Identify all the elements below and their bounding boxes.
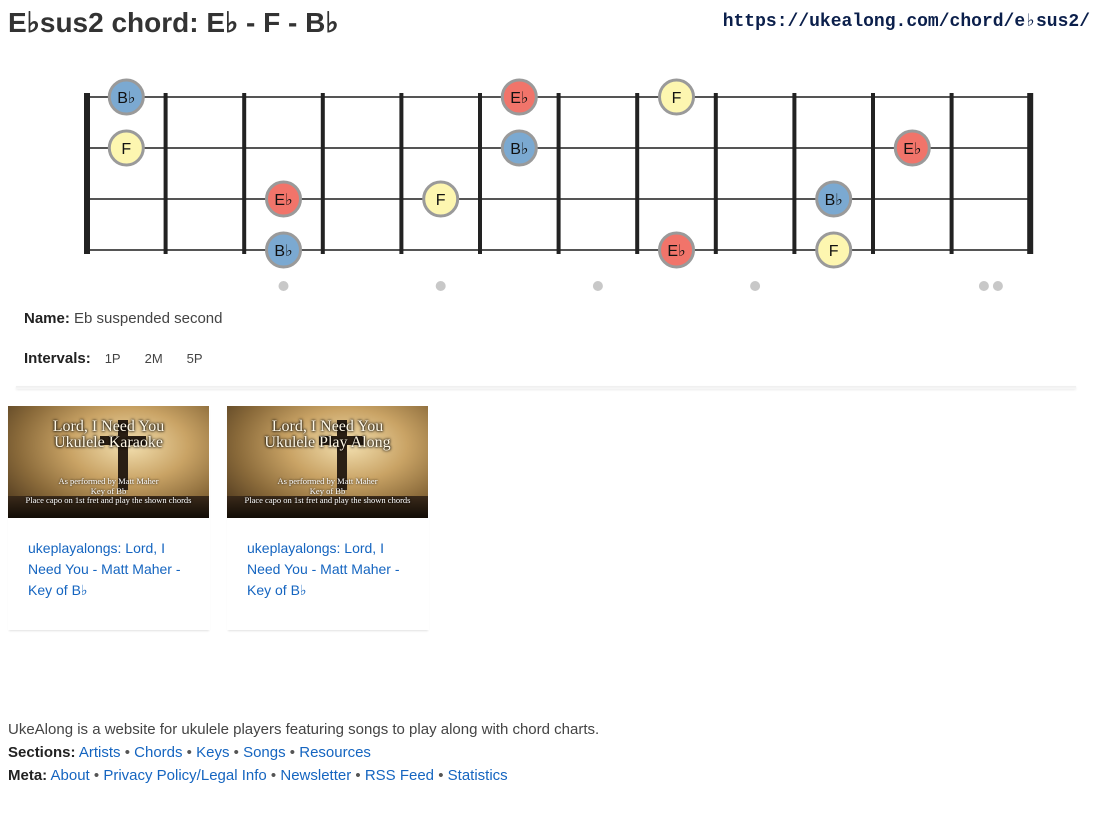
note-label: F xyxy=(121,141,131,158)
note-label: E♭ xyxy=(667,243,685,260)
note-label: F xyxy=(436,192,446,209)
video-thumbnail[interactable]: Lord, I Need You Ukulele Play Along As p… xyxy=(227,406,428,518)
footer-link-statistics[interactable]: Statistics xyxy=(447,767,508,784)
thumbnail-subtitle: Ukulele Play Along xyxy=(264,434,391,451)
chord-name-label: Name: xyxy=(24,310,70,327)
footer-link-keys[interactable]: Keys xyxy=(196,744,230,761)
footer-link-rss[interactable]: RSS Feed xyxy=(364,767,435,784)
separator: • xyxy=(93,767,100,784)
thumbnail-caption: As performed by Matt Maher xyxy=(58,476,159,486)
separator: • xyxy=(289,744,296,761)
section-divider xyxy=(16,386,1076,389)
footer-link-artists[interactable]: Artists xyxy=(78,744,121,761)
interval-item: 5P xyxy=(186,351,203,366)
interval-item: 2M xyxy=(144,351,163,366)
footer-link-newsletter[interactable]: Newsletter xyxy=(280,767,352,784)
thumbnail-ground xyxy=(8,496,209,518)
note-marker-root xyxy=(893,129,931,167)
fret-marker-dot xyxy=(278,281,289,291)
thumbnail-title: Lord, I Need You xyxy=(271,418,384,435)
thumbnail-title: Lord, I Need You xyxy=(52,418,165,435)
thumbnail-caption: Key of Bb xyxy=(309,486,346,496)
note-marker-second xyxy=(422,180,460,218)
note-marker-second xyxy=(107,129,145,167)
fret-marker-dot xyxy=(592,281,603,291)
note-label: B♭ xyxy=(274,243,292,260)
thumbnail-subtitle: Ukulele Karaoke xyxy=(54,434,163,451)
note-label: B♭ xyxy=(825,192,843,209)
note-marker-fifth xyxy=(815,180,853,218)
thumbnail-caption: Place capo on 1st fret and play the show… xyxy=(244,495,411,505)
footer-sections-label: Sections: xyxy=(8,744,76,761)
separator: • xyxy=(186,744,192,761)
separator: • xyxy=(438,767,444,784)
separator: • xyxy=(124,744,130,761)
cross-graphic xyxy=(118,420,128,490)
note-marker-fifth xyxy=(107,78,145,116)
video-card[interactable]: Lord, I Need You Ukulele Karaoke As perf… xyxy=(8,406,210,630)
chord-name-row: Name: Eb suspended second xyxy=(24,310,222,327)
fret-marker-dot xyxy=(750,281,761,291)
note-label: F xyxy=(672,90,682,107)
video-thumbnail[interactable]: Lord, I Need You Ukulele Karaoke As perf… xyxy=(8,406,209,518)
thumbnail-caption: Place capo on 1st fret and play the show… xyxy=(25,495,192,505)
chord-intervals-row: Intervals: 1P 2M 5P xyxy=(24,350,213,367)
video-link[interactable]: ukeplayalongs: Lord, I Need You - Matt M… xyxy=(28,540,181,598)
note-label: F xyxy=(829,243,839,260)
footer-sections-row: Sections: Artists • Chords • Keys • Song… xyxy=(8,741,599,764)
note-marker-root xyxy=(658,231,695,269)
separator: • xyxy=(270,767,277,784)
note-label: B♭ xyxy=(117,90,135,107)
fret-marker-dot xyxy=(435,281,446,291)
note-marker-root xyxy=(265,180,302,218)
fret-marker-dot xyxy=(978,281,989,291)
note-marker-fifth xyxy=(500,129,538,167)
footer-link-resources[interactable]: Resources xyxy=(299,744,371,761)
footer-link-about[interactable]: About xyxy=(50,767,90,784)
footer: UkeAlong is a website for ukulele player… xyxy=(8,718,599,787)
note-marker-fifth xyxy=(265,231,302,269)
footer-link-songs[interactable]: Songs xyxy=(243,744,286,761)
video-card[interactable]: Lord, I Need You Ukulele Play Along As p… xyxy=(227,406,429,630)
thumbnail-ground xyxy=(227,496,428,518)
note-label: E♭ xyxy=(274,192,292,209)
note-marker-second xyxy=(658,78,695,116)
note-label: E♭ xyxy=(510,90,528,107)
note-marker-second xyxy=(815,231,853,269)
note-marker-root xyxy=(500,78,538,116)
thumbnail-caption: As performed by Matt Maher xyxy=(277,476,378,486)
separator: • xyxy=(355,767,361,784)
footer-description: UkeAlong is a website for ukulele player… xyxy=(8,721,600,738)
chord-name-value: Eb suspended second xyxy=(74,310,223,327)
intervals-label: Intervals: xyxy=(24,350,91,367)
note-label: B♭ xyxy=(510,141,528,158)
video-link[interactable]: ukeplayalongs: Lord, I Need You - Matt M… xyxy=(247,540,400,598)
cross-graphic xyxy=(100,436,146,445)
cross-graphic xyxy=(337,420,347,490)
separator: • xyxy=(233,744,239,761)
fretboard-diagram: B♭ E♭ F F B♭ E♭ E♭ F B♭ B♭ E♭ F xyxy=(84,78,1034,291)
footer-link-privacy[interactable]: Privacy Policy/Legal Info xyxy=(103,767,267,784)
fret-marker-dot xyxy=(992,281,1003,291)
thumbnail-caption: Key of Bb xyxy=(90,486,127,496)
footer-link-chords[interactable]: Chords xyxy=(134,744,183,761)
cross-graphic xyxy=(319,436,365,445)
interval-item: 1P xyxy=(104,351,121,366)
footer-meta-row: Meta: About • Privacy Policy/Legal Info … xyxy=(8,764,599,787)
footer-meta-label: Meta: xyxy=(8,767,48,784)
page-title: E♭sus2 chord: E♭ - F - B♭ xyxy=(8,7,339,38)
note-label: E♭ xyxy=(903,141,921,158)
page-url-link[interactable]: https://ukealong.com/chord/e♭sus2/ xyxy=(722,12,1090,32)
